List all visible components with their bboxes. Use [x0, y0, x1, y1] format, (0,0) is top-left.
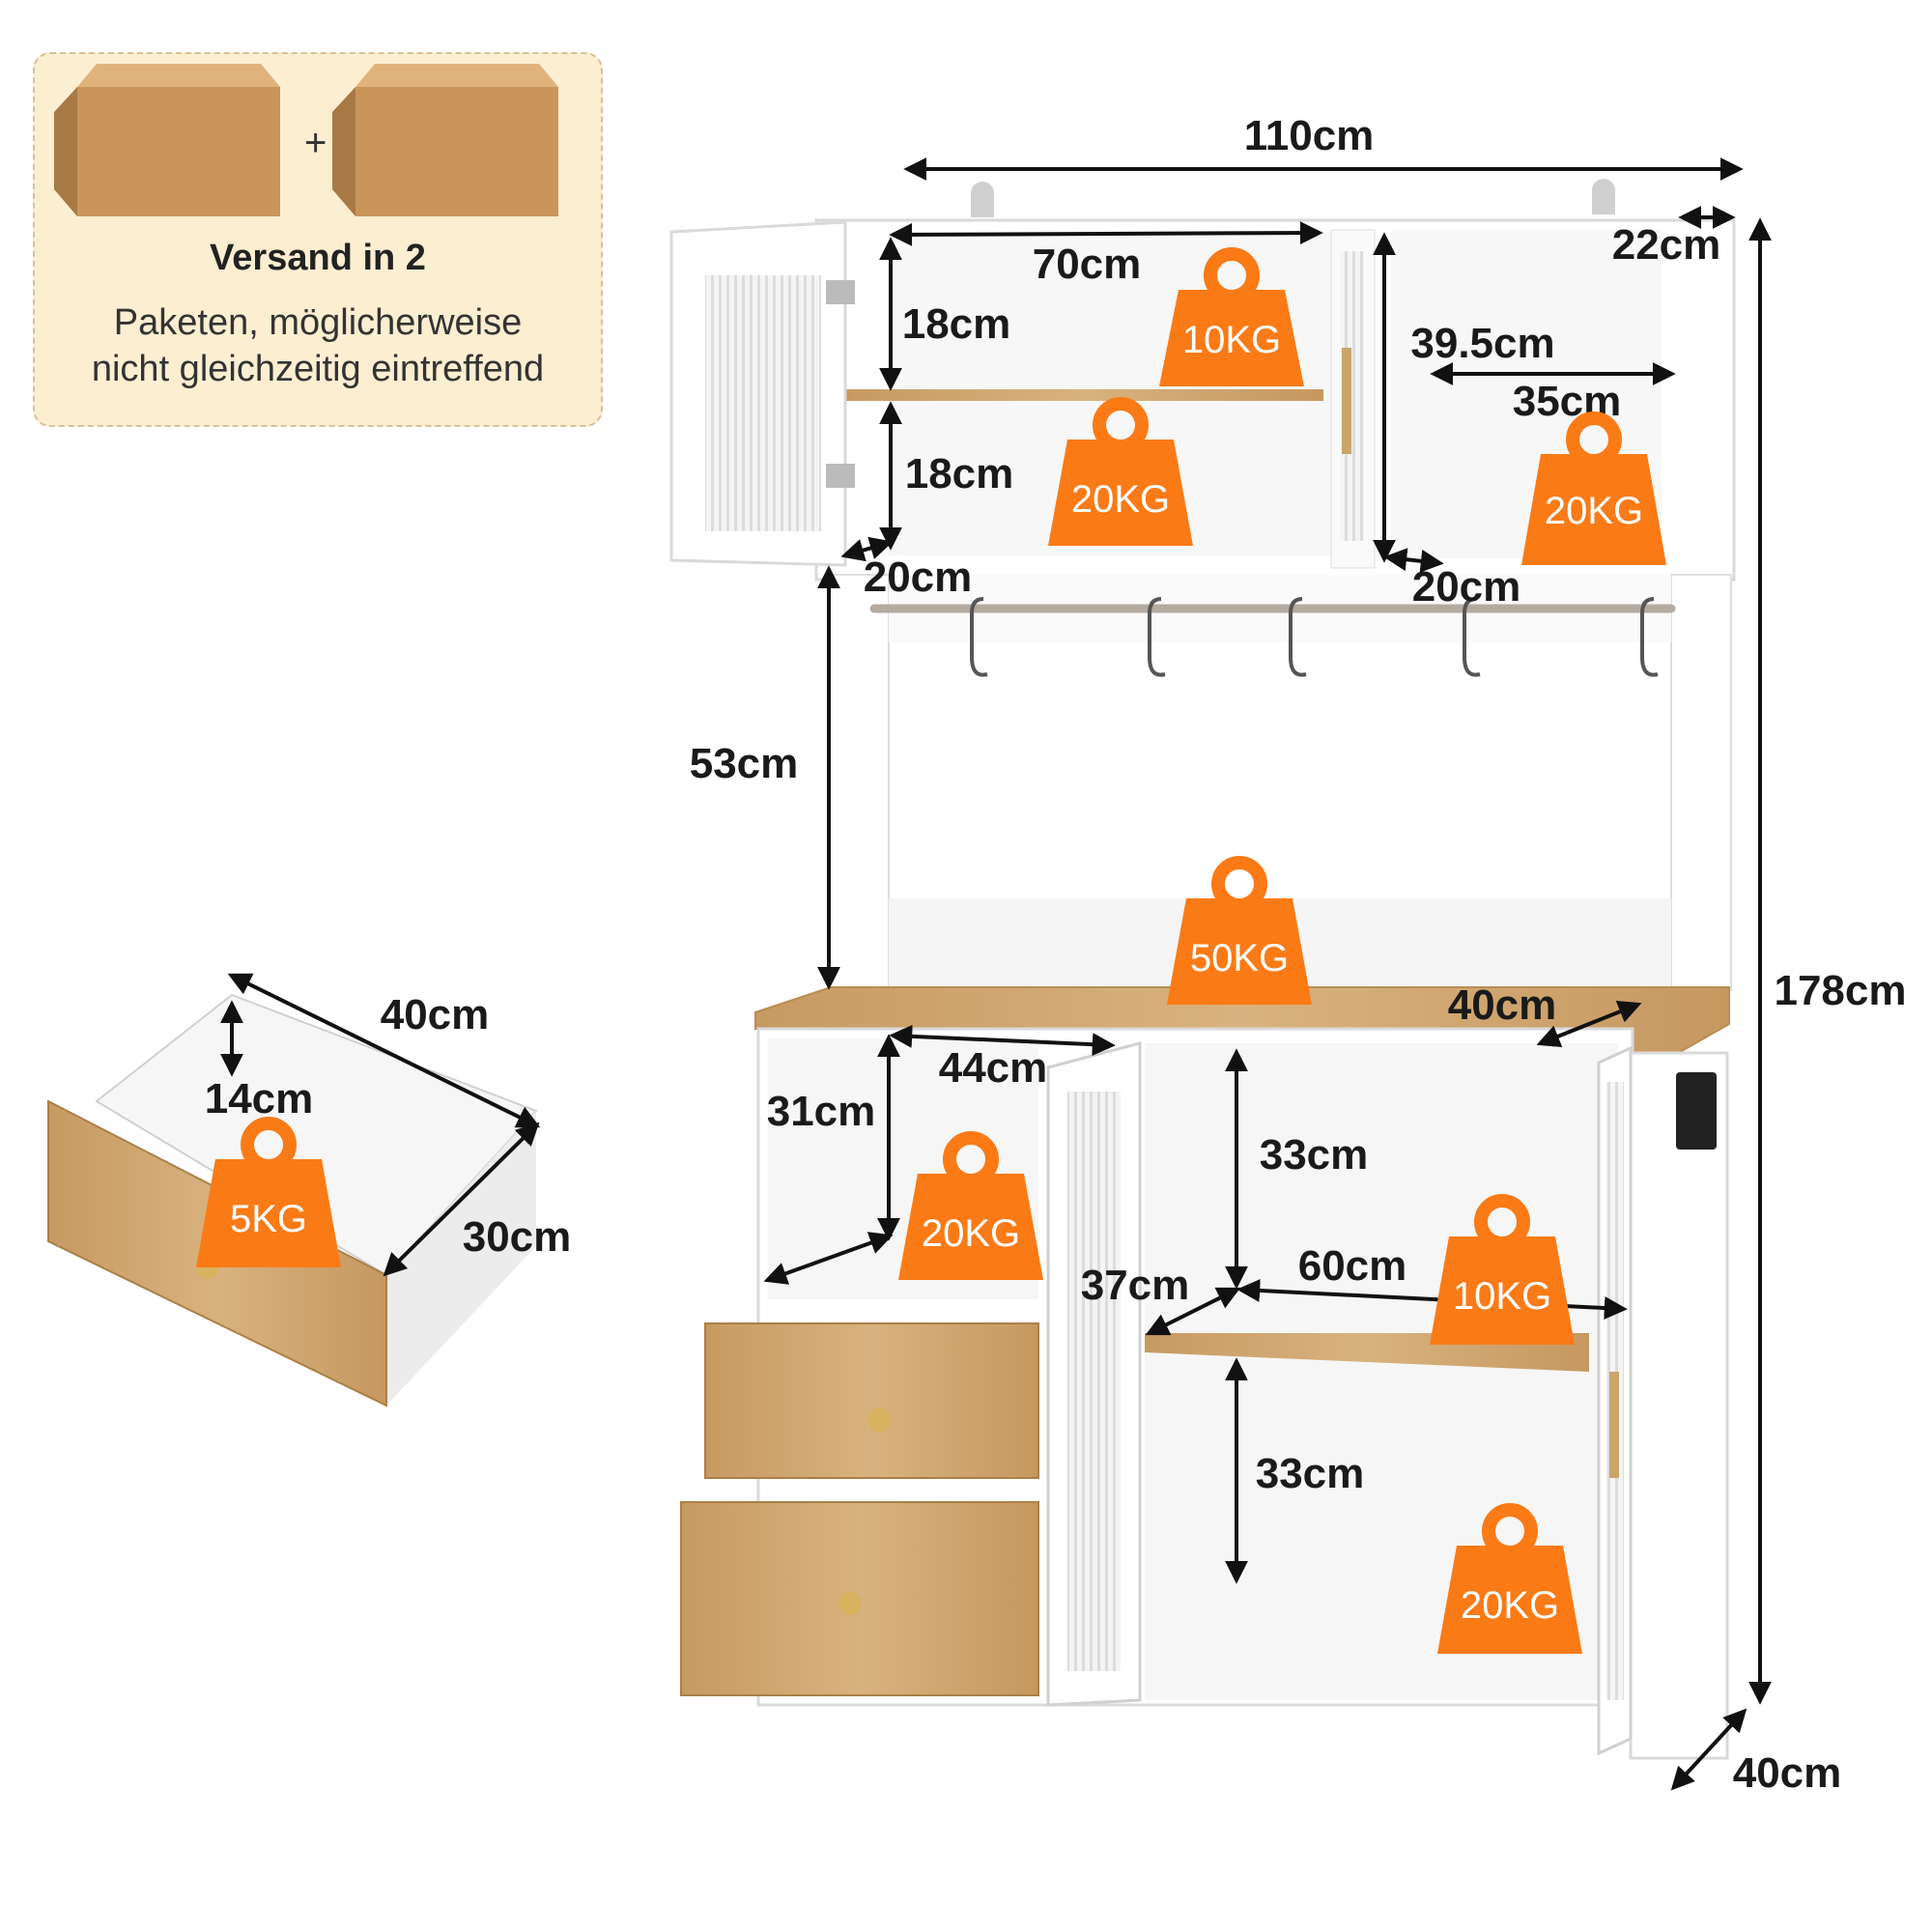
plus-sign: +: [304, 122, 327, 164]
weight-icon: [1048, 440, 1193, 546]
dimension-labels: 110cm 22cm 178cm 40cm 70cm 18cm 18cm 20c…: [205, 112, 1907, 1797]
top-left-door-glass: [705, 275, 821, 531]
shipping-title: Versand in 2: [210, 238, 426, 278]
top-right-door-handle: [1342, 348, 1351, 454]
weight-badge-drawer: 5KG: [196, 1117, 341, 1267]
label-top-left-upper: 18cm: [902, 300, 1011, 348]
weight-label: 5KG: [230, 1198, 307, 1240]
weight-icon: [1521, 454, 1666, 565]
label-total-width: 110cm: [1244, 112, 1375, 159]
dim-line-left-cube-depth: [763, 1232, 894, 1285]
weight-badge-top-left-lower: 20KG: [1048, 397, 1193, 546]
dim-line-top-left-depth: [840, 536, 894, 562]
shipping-line-1: Paketen, möglicherweise: [113, 302, 523, 343]
weight-label: 50KG: [1190, 937, 1289, 980]
weight-badge-top-right: 20KG: [1521, 412, 1666, 565]
dim-line-base-depth: [1670, 1708, 1747, 1791]
label-counter-depth: 40cm: [1448, 981, 1557, 1029]
label-right-upper: 33cm: [1260, 1131, 1369, 1179]
weight-badges: 10KG 20KG 20KG 50KG 20KG: [196, 247, 1666, 1654]
label-top-left-depth: 20cm: [864, 554, 973, 601]
label-hutch-height: 53cm: [690, 740, 799, 787]
weight-icon: [1430, 1236, 1575, 1345]
hinge-icon: [826, 464, 855, 488]
weight-label: 20KG: [1071, 478, 1170, 521]
upper-drawer: [704, 1322, 1039, 1479]
label-drawer-height: 14cm: [205, 1075, 314, 1122]
label-top-right-height: 39.5cm: [1410, 320, 1554, 367]
dim-line-counter-depth: [1536, 1000, 1642, 1048]
label-top-left-lower: 18cm: [905, 450, 1014, 497]
dim-line-drawer-width: [227, 973, 541, 1128]
weight-label: 10KG: [1453, 1275, 1551, 1318]
weight-icon: [1437, 1546, 1582, 1654]
dim-line-right-depth: [1145, 1287, 1241, 1336]
weight-icon: [1159, 290, 1304, 386]
weight-badge-left-cube: 20KG: [898, 1131, 1043, 1280]
hutch-right-post: [1670, 574, 1732, 991]
top-left-shelf: [845, 389, 1323, 401]
power-socket-icon: [1676, 1072, 1717, 1150]
label-top-depth: 22cm: [1612, 221, 1721, 269]
s-hook-icon: [1640, 597, 1659, 677]
s-hooks: [970, 597, 1659, 677]
dimension-lines: [220, 157, 1772, 1791]
weight-label: 20KG: [1461, 1584, 1559, 1627]
drawer-knob-icon: [867, 1408, 891, 1432]
shipping-info-box: + Versand in 2 Paketen, möglicherweise n…: [33, 52, 603, 427]
label-total-height: 178cm: [1774, 967, 1906, 1014]
label-top-left-width: 70cm: [1033, 241, 1142, 288]
label-right-shelf-width: 60cm: [1298, 1242, 1407, 1290]
dim-line-drawer-depth: [383, 1122, 540, 1277]
wall-mount-icon: [971, 182, 994, 217]
s-hook-icon: [1289, 597, 1307, 677]
s-hook-icon: [1148, 597, 1166, 677]
label-top-right-depth: 20cm: [1412, 563, 1521, 611]
label-drawer-width: 40cm: [381, 991, 490, 1038]
package-icons: [54, 64, 558, 216]
dim-line-left-cube-width: [889, 1024, 1116, 1057]
label-left-cube-height: 31cm: [767, 1088, 876, 1135]
weight-icon: [196, 1159, 341, 1267]
weight-label: 10KG: [1182, 319, 1281, 361]
shipping-subtitle: Paketen, möglicherweise nicht gleichzeit…: [35, 299, 601, 392]
drawer-knob-icon: [838, 1592, 862, 1615]
lower-left-door-glass: [1067, 1092, 1121, 1671]
package-icon-2: [332, 64, 558, 216]
lower-right-door-handle: [1609, 1372, 1619, 1478]
weight-badge-top-left-upper: 10KG: [1159, 247, 1304, 386]
weight-icon: [1167, 898, 1312, 1005]
dim-line-top-left-width: [889, 221, 1323, 246]
hutch-left-post: [828, 574, 890, 991]
lower-drawer: [680, 1501, 1039, 1696]
label-right-lower: 33cm: [1256, 1450, 1365, 1497]
label-left-cube-width: 44cm: [939, 1044, 1048, 1092]
s-hook-icon: [970, 597, 988, 677]
hinge-icon: [826, 280, 855, 304]
label-drawer-depth: 30cm: [463, 1213, 572, 1261]
weight-badge-counter: 50KG: [1167, 856, 1312, 1005]
package-icon-1: [54, 64, 280, 216]
weight-label: 20KG: [1545, 490, 1643, 532]
wall-mount-icon: [1592, 179, 1615, 214]
weight-badge-right-shelf: 10KG: [1430, 1194, 1575, 1345]
dim-line-top-right-depth: [1383, 548, 1444, 573]
weight-label: 20KG: [922, 1212, 1020, 1255]
weight-icon: [898, 1174, 1043, 1280]
s-hook-icon: [1463, 597, 1481, 677]
shipping-line-2: nicht gleichzeitig eintreffend: [91, 349, 545, 389]
lower-cabinet-side: [1629, 1051, 1729, 1760]
label-left-cube-depth: 37cm: [1081, 1262, 1190, 1309]
label-base-depth: 40cm: [1733, 1749, 1842, 1797]
weight-badge-right-bottom: 20KG: [1437, 1503, 1582, 1654]
